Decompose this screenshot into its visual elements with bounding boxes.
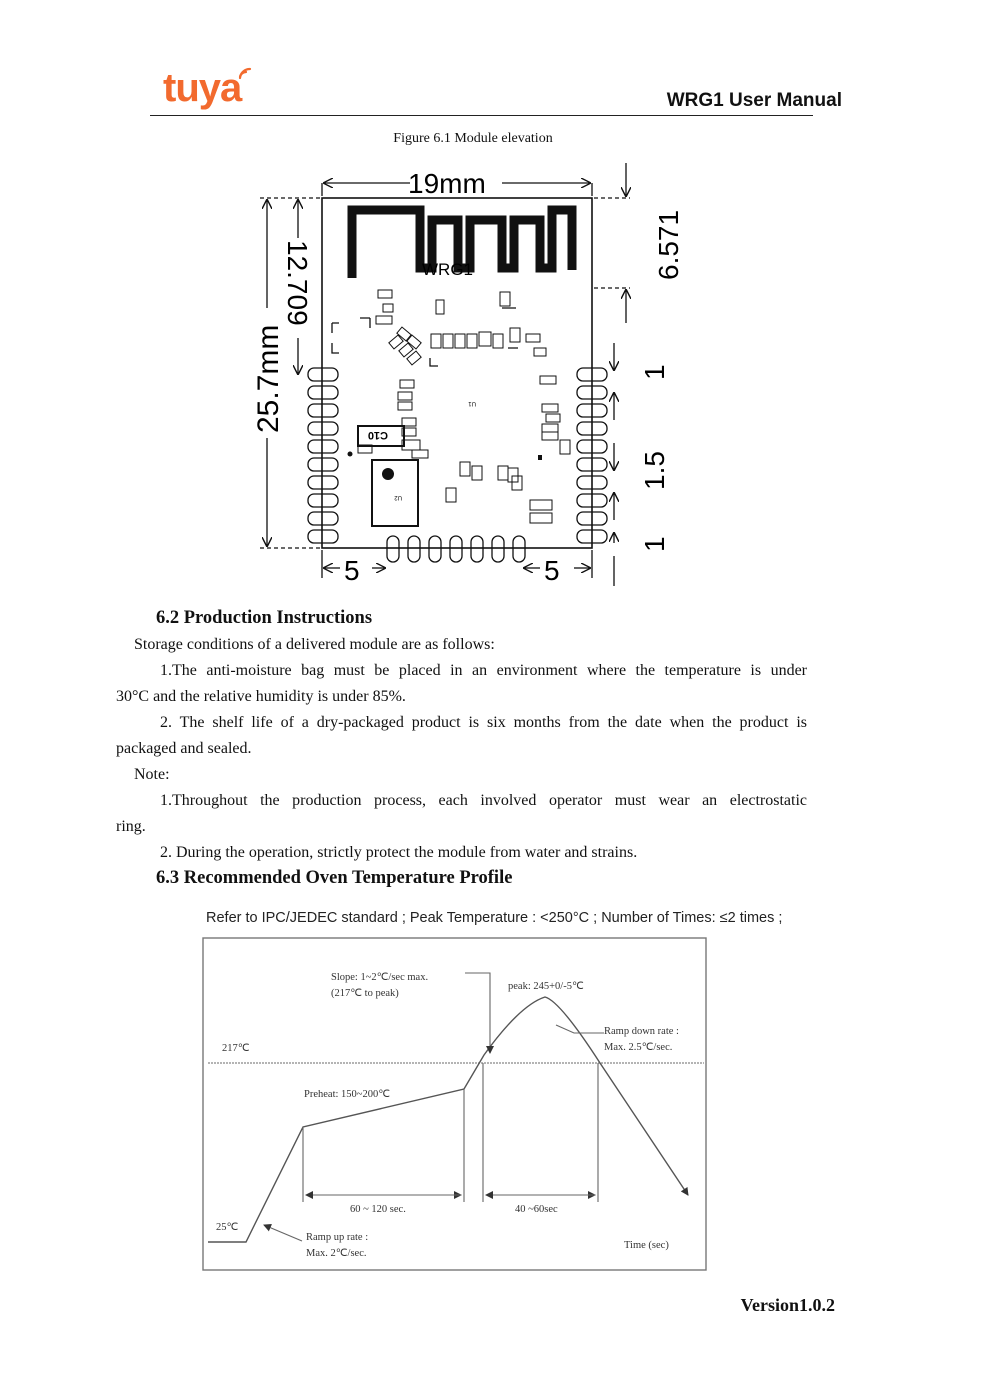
- c10-label: C10: [368, 429, 388, 441]
- u2-label: U2: [394, 494, 402, 500]
- dim-right-1b-label: 1: [639, 536, 670, 552]
- resistor-array: [388, 326, 422, 366]
- preheat-duration-label: 60 ~ 120 sec.: [350, 1204, 406, 1215]
- slope-label-2: (217℃ to peak): [331, 988, 399, 999]
- profile-title: Refer to IPC/JEDEC standard ; Peak Tempe…: [206, 910, 782, 926]
- figure-caption: Figure 6.1 Module elevation: [393, 131, 553, 146]
- left-pads: [307, 367, 339, 544]
- slope-label-1: Slope: 1~2℃/sec max.: [331, 972, 428, 983]
- dim-bottom-right-label: 5: [544, 555, 560, 586]
- section-6-3-heading: 6.3 Recommended Oven Temperature Profile: [156, 868, 513, 888]
- profile-frame: [202, 937, 707, 1271]
- dim-height-label: 25.7mm: [252, 325, 285, 433]
- document-title: WRG1 User Manual: [666, 90, 842, 111]
- ramp-up-label-2: Max. 2℃/sec.: [306, 1248, 367, 1259]
- note-1-line-1: 1.Throughout the production process, eac…: [160, 792, 807, 809]
- ramp-up-label-1: Ramp up rate :: [306, 1232, 368, 1243]
- peak-label: peak: 245+0/-5℃: [508, 981, 584, 992]
- dim-antenna-height-label: 12.709: [282, 240, 313, 326]
- section-6-2-heading: 6.2 Production Instructions: [156, 608, 373, 628]
- header-divider: [150, 115, 813, 116]
- storage-intro: Storage conditions of a delivered module…: [134, 636, 495, 653]
- ramp-down-label-2: Max. 2.5℃/sec.: [604, 1042, 672, 1053]
- version-footer: Version1.0.2: [740, 1295, 835, 1315]
- storage-item-1-line-1: 1.The anti-moisture bag must be placed i…: [160, 662, 807, 679]
- oven-temperature-profile: Refer to IPC/JEDEC standard ; Peak Tempe…: [202, 910, 782, 1271]
- logo-text: tuya: [163, 66, 242, 110]
- wifi-signal-icon: [238, 67, 252, 80]
- note-label: Note:: [134, 766, 170, 783]
- right-pads: [576, 367, 608, 544]
- storage-item-1-line-2: 30°C and the relative humidity is under …: [116, 688, 406, 705]
- time-axis-label: Time (sec): [624, 1240, 669, 1251]
- dim-right-1a-label: 1: [639, 364, 670, 380]
- small-components: [357, 289, 571, 524]
- u2-chip: [371, 459, 419, 527]
- dim-bottom-left-label: 5: [344, 555, 360, 586]
- preheat-label: Preheat: 150~200℃: [304, 1089, 390, 1100]
- storage-item-2-line-2: packaged and sealed.: [116, 740, 252, 757]
- storage-item-2-line-1: 2. The shelf life of a dry-packaged prod…: [160, 714, 807, 731]
- dim-width-label: 19mm: [408, 168, 486, 199]
- dim-right-top-label: 6.571: [653, 210, 684, 280]
- u1-label: U1: [468, 400, 476, 406]
- module-outline: [321, 197, 593, 549]
- temp-25-label: 25℃: [216, 1222, 239, 1233]
- c10-capacitor: [357, 425, 405, 447]
- ramp-down-label-1: Ramp down rate :: [604, 1026, 679, 1037]
- module-label: WRG1: [422, 260, 473, 279]
- module-elevation-diagram: 19mm 25.7mm 12.709 6.571 1 1.5 1 5 5 WRG…: [252, 163, 684, 586]
- bottom-pads: [386, 535, 526, 563]
- note-2: 2. During the operation, strictly protec…: [160, 844, 638, 861]
- tuya-logo: tuya: [163, 66, 252, 110]
- pcb-antenna: [347, 205, 577, 278]
- dim-right-15-label: 1.5: [639, 451, 670, 490]
- note-1-line-2: ring.: [116, 818, 146, 835]
- reflow-duration-label: 40 ~60sec: [515, 1204, 558, 1215]
- temp-217-label: 217℃: [222, 1043, 250, 1054]
